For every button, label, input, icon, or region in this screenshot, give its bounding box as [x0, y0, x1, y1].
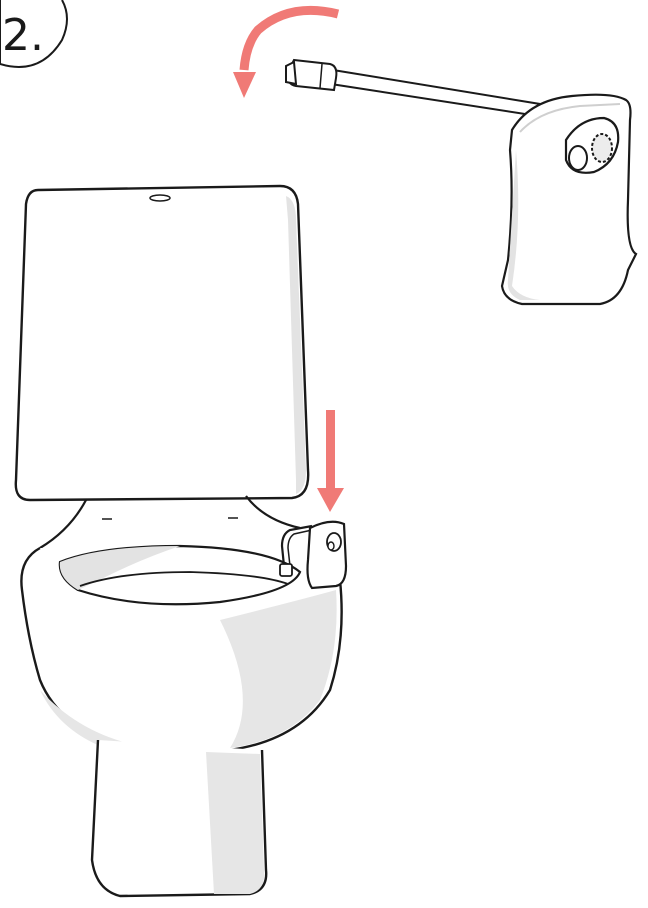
toilet — [16, 186, 342, 896]
step-number: 2. — [2, 10, 44, 61]
down-arrow-icon — [317, 410, 344, 512]
step-badge: 2. — [0, 0, 67, 67]
sensor-unit-detached — [286, 60, 636, 304]
